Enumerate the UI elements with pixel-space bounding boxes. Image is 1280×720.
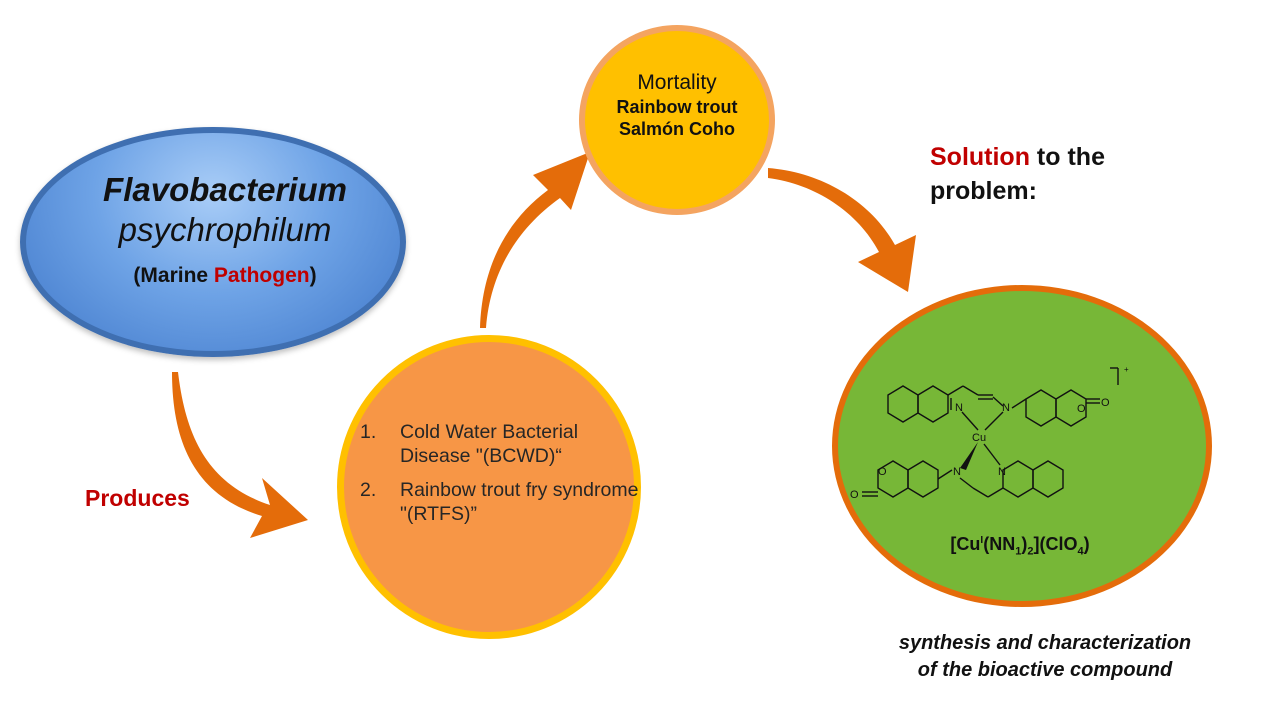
formula-subscript: 2 — [1027, 545, 1034, 558]
wedge-bond — [960, 442, 978, 470]
pathogen-genus: Flavobacterium — [103, 171, 347, 208]
formula-subscript: 1 — [1015, 545, 1022, 558]
atom-n: N — [955, 402, 963, 414]
structure-bonds — [862, 367, 1119, 498]
formula-part: ) — [1083, 534, 1090, 554]
formula-oxidation-state: I — [980, 535, 984, 546]
caption-line-1: synthesis and characterization — [898, 632, 1192, 654]
compound-formula: [CuI(NN1)2](ClO4) — [880, 534, 1160, 558]
disease-item: 2. Rainbow trout fry syndrome "(RTFS)” — [360, 478, 640, 526]
formula-part: ](ClO — [1033, 534, 1078, 554]
disease-item-number: 1. — [360, 421, 377, 443]
atom-o: O — [850, 489, 859, 501]
mortality-fish-2: Salmón Coho — [619, 119, 735, 139]
atom-labels: N N Cu N N O O O O + — [850, 365, 1129, 501]
compound-caption: synthesis and characterization of the bi… — [860, 630, 1230, 684]
caption-line-2: of the bioactive compound — [917, 659, 1173, 681]
atom-o: O — [1077, 403, 1086, 415]
mortality-circle — [579, 25, 775, 215]
disease-list: 1. Cold Water Bacterial Disease "(BCWD)“… — [360, 420, 640, 536]
mortality-label: Mortality Rainbow trout Salmón Coho — [579, 70, 775, 140]
arrow-disease-to-mortality — [480, 152, 590, 328]
disease-item-text: Cold Water Bacterial Disease "(BCWD)“ — [400, 421, 579, 467]
pathogen-type: (Marine Pathogen) — [60, 264, 390, 288]
atom-n: N — [998, 466, 1006, 478]
atom-n: N — [953, 466, 961, 478]
atom-n: N — [1002, 402, 1010, 414]
disease-circle — [337, 335, 641, 639]
pathogen-species: psychrophilum — [118, 211, 332, 248]
compound-circle — [832, 285, 1212, 607]
pathogen-type-open: (Marine — [133, 264, 214, 287]
solution-heading: Solution to the problem: — [930, 140, 1105, 208]
formula-subscript: 4 — [1077, 545, 1084, 558]
arrow-pathogen-to-disease — [172, 372, 308, 538]
produces-label: Produces — [85, 485, 190, 511]
arrow-mortality-to-solution — [768, 168, 916, 292]
atom-o: O — [1101, 397, 1110, 409]
atom-cu: Cu — [972, 432, 986, 444]
mortality-fish-1: Rainbow trout — [616, 97, 738, 117]
formula-part: (NN — [983, 534, 1016, 554]
solution-line2: problem: — [930, 177, 1037, 205]
formula-part: [Cu — [950, 534, 981, 554]
pathogen-type-close: ) — [309, 264, 317, 287]
mortality-title: Mortality — [637, 71, 717, 94]
pathogen-type-highlight: Pathogen — [213, 264, 310, 287]
solution-highlight: Solution — [930, 143, 1030, 171]
disease-item-text: Rainbow trout fry syndrome "(RTFS)” — [400, 479, 639, 525]
pathogen-ellipse — [20, 127, 406, 357]
pathogen-label: Flavobacterium psychrophilum (Marine Pat… — [60, 170, 390, 288]
disease-item-number: 2. — [360, 479, 377, 501]
atom-o: O — [878, 466, 887, 478]
solution-rest: to the — [1029, 143, 1105, 171]
disease-item: 1. Cold Water Bacterial Disease "(BCWD)“ — [360, 420, 640, 468]
formula-part: ) — [1021, 534, 1028, 554]
charge-sign: + — [1124, 365, 1129, 374]
